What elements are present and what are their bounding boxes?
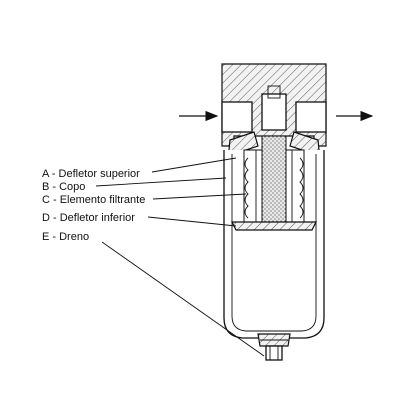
leader-d bbox=[147, 216, 237, 227]
drain bbox=[257, 333, 291, 361]
lower-deflector bbox=[231, 221, 317, 231]
label-d: D - Defletor inferior bbox=[42, 212, 135, 224]
label-c: C - Elemento filtrante bbox=[42, 194, 145, 206]
label-a: A - Defletor superior bbox=[42, 168, 140, 180]
leader-a bbox=[151, 157, 237, 173]
label-b: B - Copo bbox=[42, 181, 85, 193]
filter-body bbox=[221, 63, 327, 147]
leader-b bbox=[95, 177, 227, 187]
leader-c bbox=[152, 193, 247, 200]
leader-e bbox=[101, 241, 265, 357]
filter-element bbox=[243, 135, 305, 223]
label-e: E - Dreno bbox=[42, 231, 89, 243]
